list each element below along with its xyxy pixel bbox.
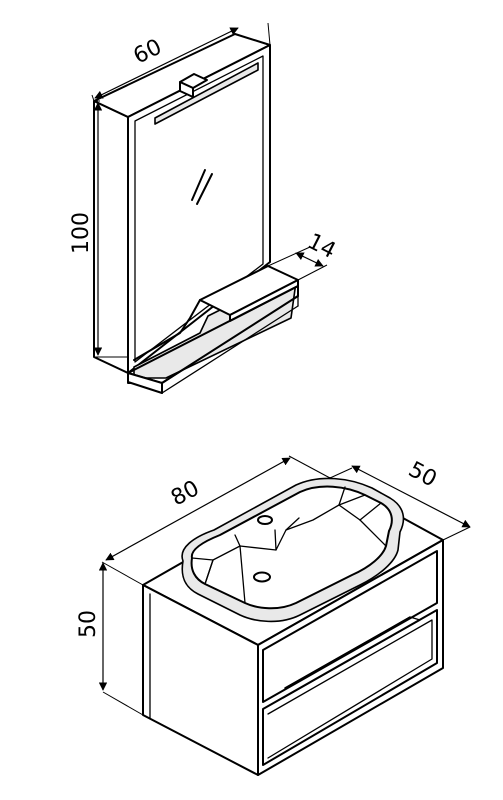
mirror-unit: 60 100 14 [69, 22, 340, 394]
reflection-mark [191, 169, 206, 201]
width-dimension-line [94, 27, 239, 99]
mirror-shelf [127, 265, 299, 394]
cabinet-width-label: 80 [167, 476, 203, 511]
lower-drawer [262, 609, 438, 766]
cabinet-width-dimension-line [105, 457, 291, 561]
shelf-depth-dimension-line [295, 252, 324, 267]
mirror-height-label: 100 [69, 212, 94, 254]
drain-hole [253, 571, 271, 583]
cabinet-front [257, 539, 444, 776]
cabinet-unit: 80 50 50 [76, 455, 471, 776]
cabinet-depth-dimension-line [351, 465, 471, 528]
cabinet-depth-label: 50 [404, 457, 440, 492]
washbasin [181, 477, 405, 623]
cabinet-height-label: 50 [76, 610, 101, 638]
mirror-width-label: 60 [130, 35, 166, 70]
tap-hole [257, 515, 273, 525]
